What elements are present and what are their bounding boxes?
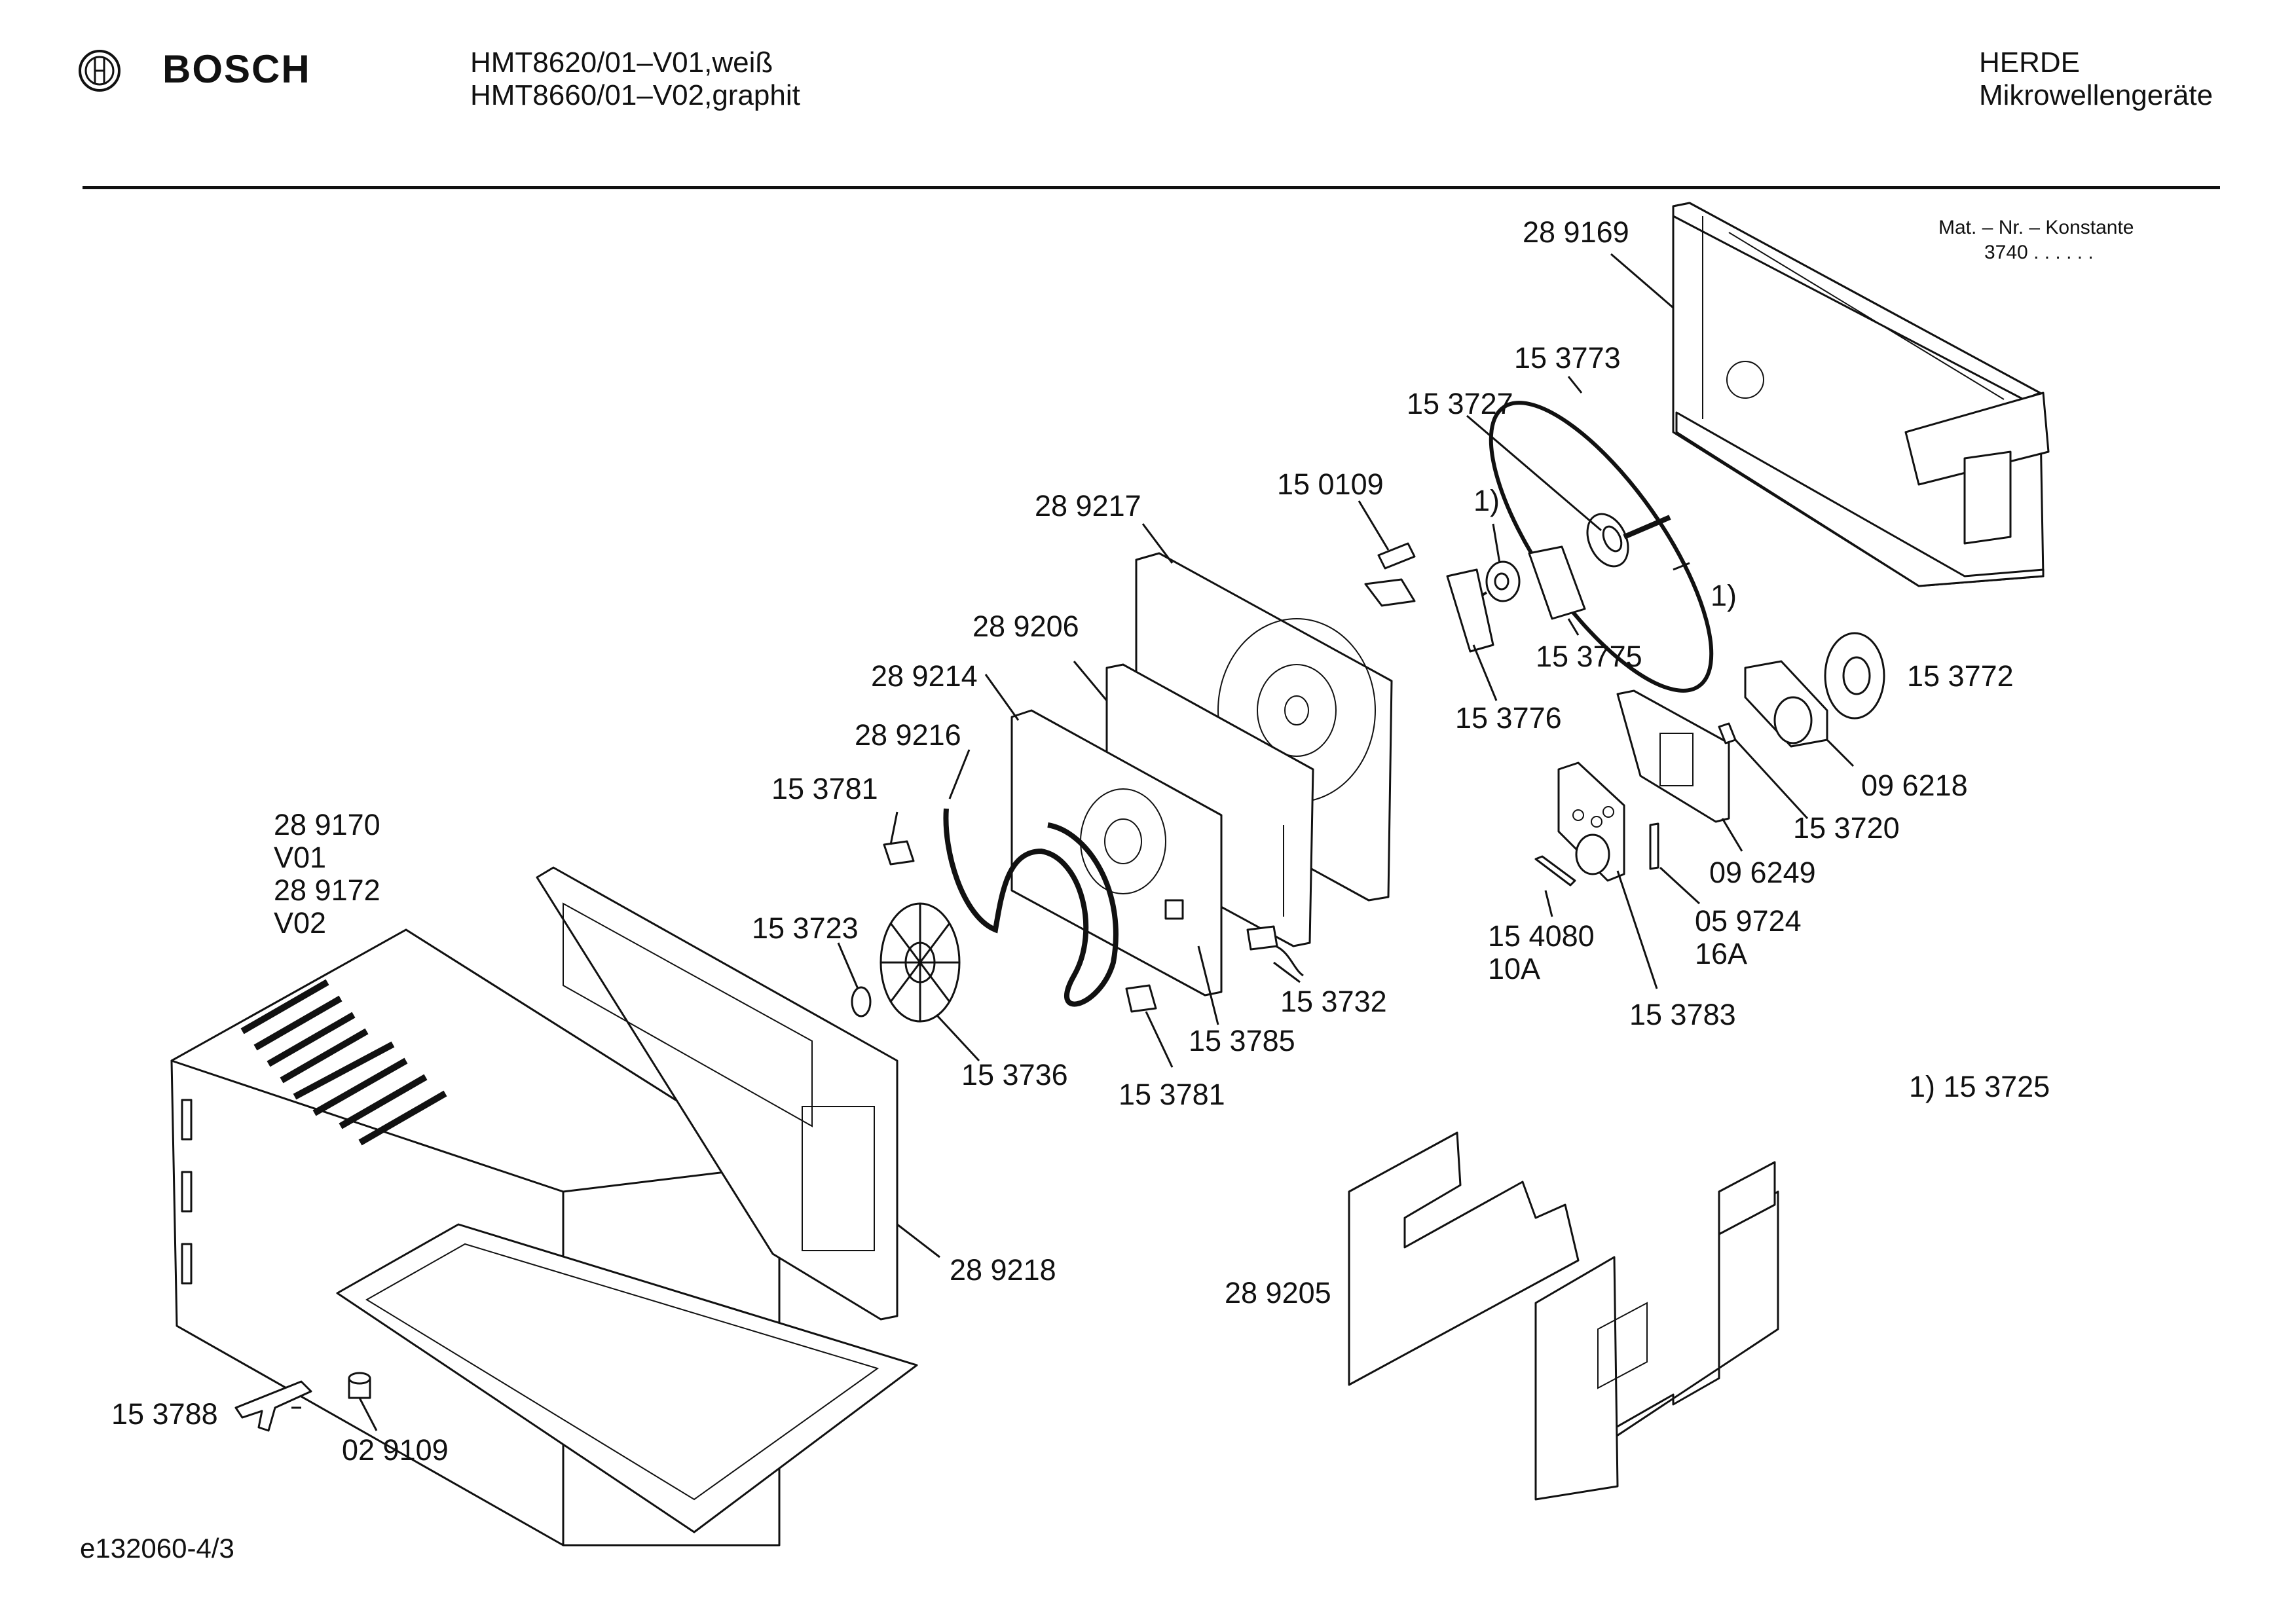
part-label-153723: 15 3723 — [752, 911, 859, 945]
clip-part-153781-a — [884, 841, 914, 864]
fuse-rating-16a: 16A — [1695, 937, 1748, 970]
part-label-153772: 15 3772 — [1907, 659, 2014, 693]
part-label-153732: 15 3732 — [1280, 985, 1387, 1018]
connector-part-153732 — [1248, 926, 1277, 949]
part-label-289214: 28 9214 — [871, 659, 978, 693]
fan-part-153736 — [881, 904, 959, 1021]
leader-lines — [291, 254, 1853, 1431]
part-label-289206: 28 9206 — [972, 610, 1079, 643]
part-label-289217: 28 9217 — [1035, 489, 1141, 522]
part-label-154080: 15 4080 — [1488, 919, 1595, 953]
variant-label-v02: V02 — [274, 906, 327, 940]
part-label-059724: 05 9724 — [1695, 904, 1802, 938]
part-label-289170: 28 9170 — [274, 808, 380, 841]
footnote-marker-a: 1) — [1473, 484, 1500, 517]
bearing-part — [1479, 562, 1519, 609]
bracket-part-153776 — [1447, 570, 1493, 651]
part-label-153720: 15 3720 — [1793, 811, 1900, 845]
part-label-153736: 15 3736 — [961, 1058, 1068, 1091]
connector-wire — [1276, 946, 1303, 976]
board-part-153783 — [1559, 763, 1624, 881]
part-label-289205: 28 9205 — [1225, 1276, 1331, 1310]
bracket-part-153788 — [236, 1382, 311, 1431]
washer-part-153723 — [852, 987, 870, 1016]
fuse-part-059724 — [1650, 824, 1658, 869]
foot-part-029109 — [349, 1373, 370, 1398]
bracket-part-153775 — [1529, 547, 1585, 619]
part-label-153773: 15 3773 — [1514, 341, 1621, 375]
bosch-logo-icon — [77, 48, 122, 96]
part-label-289172: 28 9172 — [274, 873, 380, 907]
part-label-153788: 15 3788 — [111, 1397, 218, 1431]
product-category: Mikrowellengeräte — [1979, 79, 2213, 111]
bracket-part-096249 — [1618, 691, 1729, 822]
part-label-153785: 15 3785 — [1189, 1024, 1295, 1057]
part-label-096218: 09 6218 — [1861, 769, 1968, 802]
part-label-153783: 15 3783 — [1629, 998, 1736, 1031]
clip-part-150109 — [1365, 543, 1415, 606]
base-tray-part — [337, 1224, 917, 1532]
fuse-part-154080 — [1536, 856, 1575, 885]
model-line-2: HMT8660/01–V02,graphit — [470, 79, 800, 111]
fuse-rating-10a: 10A — [1488, 952, 1541, 985]
front-frame-part-289218 — [537, 868, 897, 1319]
brand-name: BOSCH — [162, 47, 311, 91]
mat-nr-title: Mat. – Nr. – Konstante — [1938, 217, 2134, 238]
insulation-part-289205 — [1349, 1133, 1778, 1499]
part-label-153781-a: 15 3781 — [771, 772, 878, 805]
part-label-289169: 28 9169 — [1523, 215, 1629, 249]
mat-nr-value: 3740 . . . . . . — [1984, 242, 2094, 263]
part-label-096249: 09 6249 — [1709, 856, 1816, 889]
variant-label-v01: V01 — [274, 841, 327, 874]
part-label-153775: 15 3775 — [1536, 640, 1642, 673]
header-rule — [83, 186, 2220, 189]
manufacturer: HERDE — [1979, 46, 2081, 79]
gear-part-153772 — [1825, 633, 1884, 718]
footnote-text: 1) 15 3725 — [1909, 1070, 2050, 1103]
part-label-029109: 02 9109 — [342, 1433, 449, 1467]
part-label-153781-b: 15 3781 — [1119, 1078, 1225, 1111]
part-label-153776: 15 3776 — [1455, 701, 1562, 735]
part-label-289216: 28 9216 — [855, 718, 961, 752]
part-label-289218: 28 9218 — [950, 1253, 1056, 1287]
motor-part-096218 — [1745, 661, 1827, 746]
rear-housing-part — [1673, 203, 2048, 586]
model-line-1: HMT8620/01–V01,weiß — [470, 46, 773, 79]
footnote-marker-b: 1) — [1711, 579, 1737, 612]
part-label-153727: 15 3727 — [1407, 387, 1513, 420]
gasket-part-289216 — [946, 809, 1115, 1004]
drawing-id: e132060-4/3 — [80, 1533, 234, 1564]
clip-part-153781-b — [1126, 985, 1156, 1012]
part-label-150109: 15 0109 — [1277, 467, 1384, 501]
